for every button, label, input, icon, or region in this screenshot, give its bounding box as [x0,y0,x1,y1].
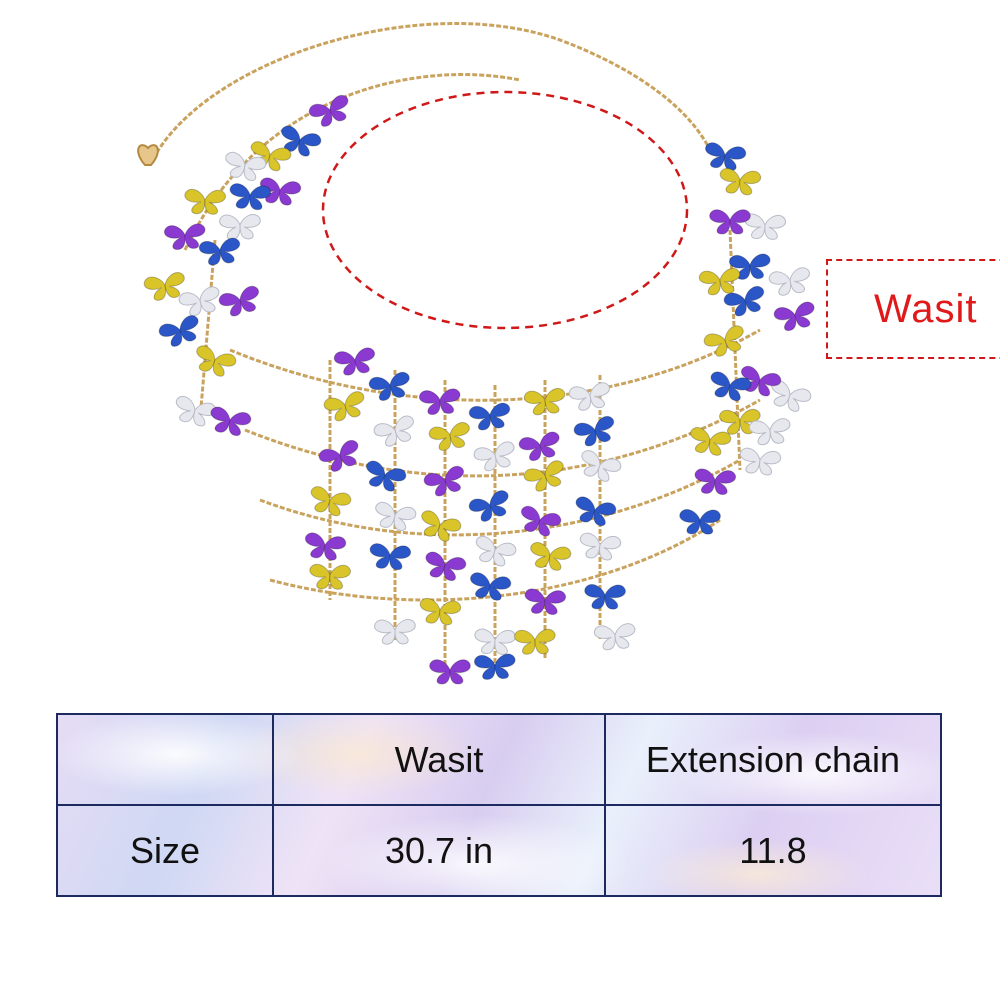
butterfly-icon [415,508,463,546]
butterfly-icon [593,622,637,652]
butterfly-icon [367,370,414,404]
butterfly-icon [772,300,819,334]
butterfly-icon [417,597,462,627]
butterfly-icon [583,583,626,610]
butterfly-icon [527,540,573,573]
heart-charm [137,144,159,166]
butterfly-icon [306,92,355,131]
table-cell: 11.8 [604,804,942,897]
waist-callout-label: Wasit [874,286,978,331]
butterfly-icon [418,387,462,416]
butterfly-icon [302,531,348,563]
butterfly-icon [206,405,253,439]
butterfly-icon [767,266,813,298]
butterfly-icon [466,488,515,526]
table-cell: 30.7 in [272,804,606,897]
butterfly-icon [571,494,618,529]
table-header-cell [56,713,274,806]
butterfly-icon [572,414,619,450]
butterfly-waist-chain-photo [137,22,819,685]
butterfly-icon [228,182,272,212]
butterfly-icon [748,417,792,447]
butterfly-icon [219,213,262,240]
butterfly-icon [687,425,733,458]
butterfly-icon [717,167,762,197]
table-header-cell: Extension chain [604,713,942,806]
butterfly-icon [468,401,513,432]
butterfly-icon [177,284,224,319]
table-cell: Size [56,804,274,897]
butterfly-icon [429,659,471,685]
butterfly-icon [427,420,473,453]
table-row: Size 30.7 in 11.8 [56,804,942,897]
butterfly-icon [698,267,743,297]
butterfly-charms [142,92,819,685]
butterfly-icon [567,381,613,413]
butterfly-icon [368,542,412,572]
butterfly-icon [332,346,378,378]
waist-callout-box: Wasit [826,259,1000,359]
butterfly-icon [316,437,365,476]
table-header-cell: Wasit [272,713,606,806]
waist-outline [321,90,689,330]
butterfly-icon [473,653,517,681]
butterfly-icon [513,628,557,656]
butterfly-icon [516,504,563,540]
table-header-row: Wasit Extension chain [56,713,942,806]
butterfly-icon [198,236,243,267]
butterfly-icon [360,458,408,495]
butterfly-icon [221,150,268,184]
butterfly-icon [702,141,748,173]
butterfly-icon [156,313,205,351]
butterfly-icon [217,284,264,320]
chain-strands [148,22,761,670]
butterfly-icon [517,430,564,464]
butterfly-icon [678,508,721,535]
size-table: Wasit Extension chain Size 30.7 in 11.8 [56,713,942,897]
butterfly-icon [737,446,782,477]
